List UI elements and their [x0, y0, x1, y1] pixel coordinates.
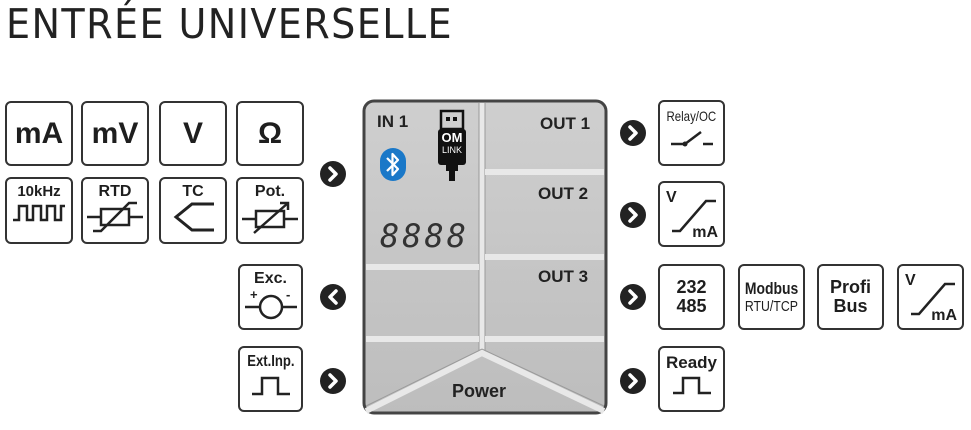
- single-pulse-icon: [251, 376, 290, 396]
- analog-ramp-icon: [672, 199, 716, 233]
- relay-output-label: Relay/OC: [666, 108, 717, 124]
- page-title: ENTRÉE UNIVERSELLE: [6, 0, 454, 48]
- modbus-label: Modbus: [744, 279, 799, 298]
- pulse-train-icon: [13, 204, 65, 222]
- profi-label: Profi: [829, 277, 871, 297]
- serial-232-label: 232: [676, 277, 707, 297]
- ready-label: Ready: [665, 353, 718, 372]
- input-v-label: V: [182, 116, 203, 150]
- om-link-connector-icon: OM LINK: [438, 109, 468, 183]
- input-ma-label: mA: [14, 116, 64, 150]
- om-link-om-text: OM: [441, 130, 463, 145]
- input-ohm-box[interactable]: Ω: [236, 101, 304, 166]
- device-module: IN 1 OM LINK 8888 OUT 1 OUT 2 OUT 3 Powe…: [362, 99, 608, 417]
- excitation-box[interactable]: Exc. +-: [238, 264, 303, 330]
- analog-ramp-icon: [911, 282, 955, 316]
- output-1-arrow-icon: [620, 120, 646, 146]
- excitation-arrow-left-icon: [320, 284, 346, 310]
- bus-label: Bus: [833, 296, 868, 316]
- potentiometer-icon: [242, 201, 298, 234]
- input-ohm-label: Ω: [257, 116, 283, 150]
- analog-output-3-v-label: V: [905, 272, 916, 289]
- relay-switch-icon: [670, 131, 713, 147]
- input-arrow-right-icon: [320, 161, 346, 187]
- svg-text:+: +: [250, 287, 258, 302]
- input-rtd-box[interactable]: RTD: [81, 177, 149, 244]
- analog-output-2-v-label: V: [666, 189, 677, 206]
- external-input-arrow-right-icon: [320, 368, 346, 394]
- analog-output-3-ma-label: mA: [931, 307, 957, 324]
- input-tc-label: TC: [182, 183, 204, 200]
- output-1-label: OUT 1: [540, 114, 591, 133]
- output-2-arrow-icon: [620, 202, 646, 228]
- input-1-label: IN 1: [377, 112, 409, 131]
- external-input-box[interactable]: Ext.Inp.: [238, 346, 303, 412]
- ready-arrow-icon: [620, 368, 646, 394]
- excitation-label: Exc.: [254, 270, 287, 287]
- bluetooth-icon: [380, 148, 406, 181]
- analog-output-3-box[interactable]: V mA: [897, 264, 964, 330]
- output-2-label: OUT 2: [538, 184, 589, 203]
- analog-output-2-ma-label: mA: [692, 224, 718, 241]
- power-label: Power: [452, 381, 507, 401]
- ready-output-box[interactable]: Ready: [658, 346, 725, 412]
- input-frequency-box[interactable]: 10kHz: [5, 177, 73, 244]
- input-mv-label: mV: [91, 116, 139, 150]
- modbus-output-box[interactable]: Modbus RTU/TCP: [738, 264, 805, 330]
- segment-display: 8888: [380, 217, 470, 255]
- profibus-output-box[interactable]: Profi Bus: [817, 264, 884, 330]
- input-potentiometer-label: Pot.: [254, 183, 286, 200]
- rtd-resistor-icon: [87, 201, 143, 233]
- single-pulse-icon: [672, 376, 711, 395]
- serial-output-box[interactable]: 232 485: [658, 264, 725, 330]
- input-potentiometer-box[interactable]: Pot.: [236, 177, 304, 244]
- input-mv-box[interactable]: mV: [81, 101, 149, 166]
- om-link-link-text: LINK: [441, 145, 462, 155]
- thermocouple-icon: [173, 202, 214, 232]
- input-frequency-label: 10kHz: [17, 183, 61, 200]
- output-3-label: OUT 3: [538, 267, 589, 286]
- svg-text:-: -: [286, 287, 290, 302]
- input-v-box[interactable]: V: [159, 101, 227, 166]
- device-body-graphic: [362, 99, 608, 415]
- input-rtd-label: RTD: [98, 183, 132, 200]
- analog-output-2-box[interactable]: V mA: [658, 181, 725, 247]
- input-ma-box[interactable]: mA: [5, 101, 73, 166]
- excitation-source-icon: +-: [244, 287, 297, 320]
- modbus-protocol-label: RTU/TCP: [744, 298, 799, 315]
- output-3-arrow-icon: [620, 284, 646, 310]
- serial-485-label: 485: [676, 296, 707, 316]
- external-input-label: Ext.Inp.: [246, 353, 295, 370]
- input-tc-box[interactable]: TC: [159, 177, 227, 244]
- relay-output-box[interactable]: Relay/OC: [658, 100, 725, 166]
